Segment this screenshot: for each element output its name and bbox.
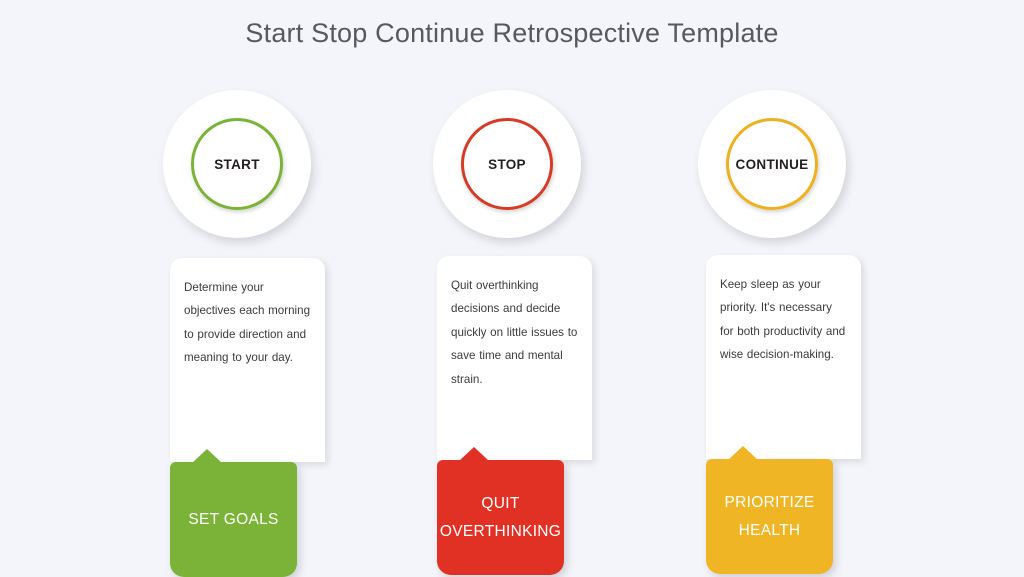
info-card-start: Determine your objectives each morning t…: [170, 258, 325, 462]
ring-start-icon: START: [191, 118, 283, 210]
column-stop: STOP Quit overthinking decisions and dec…: [403, 88, 603, 575]
circle-badge-continue[interactable]: CONTINUE: [698, 90, 846, 238]
circle-badge-stop[interactable]: STOP: [433, 90, 581, 238]
banner-stop[interactable]: QUIT OVERTHINKING: [437, 447, 564, 575]
banner-notch-start-icon: [192, 449, 222, 463]
info-card-continue: Keep sleep as your priority. It's necess…: [706, 255, 861, 459]
column-start: START Determine your objectives each mor…: [136, 88, 336, 577]
circle-label-stop: STOP: [488, 156, 526, 172]
circle-label-continue: CONTINUE: [735, 156, 809, 172]
info-card-stop: Quit overthinking decisions and decide q…: [437, 256, 592, 460]
page-title: Start Stop Continue Retrospective Templa…: [245, 18, 779, 48]
circle-label-start: START: [214, 156, 260, 172]
banner-notch-stop-icon: [459, 447, 489, 461]
banner-label-start: SET GOALS: [188, 510, 279, 528]
info-text-continue: Keep sleep as your priority. It's necess…: [720, 278, 846, 362]
info-text-start: Determine your objectives each morning t…: [184, 281, 311, 365]
banner-notch-continue-icon: [728, 446, 758, 460]
banner-continue[interactable]: PRIORITIZE HEALTH: [706, 446, 833, 574]
circle-badge-start[interactable]: START: [163, 90, 311, 238]
column-continue: CONTINUE Keep sleep as your priority. It…: [668, 88, 868, 574]
ring-continue-icon: CONTINUE: [726, 118, 818, 210]
info-text-stop: Quit overthinking decisions and decide q…: [451, 279, 578, 386]
banner-start[interactable]: SET GOALS: [170, 449, 297, 577]
ring-stop-icon: STOP: [461, 118, 553, 210]
banner-label-continue: PRIORITIZE HEALTH: [724, 493, 815, 539]
banner-label-stop: QUIT OVERTHINKING: [439, 494, 562, 540]
